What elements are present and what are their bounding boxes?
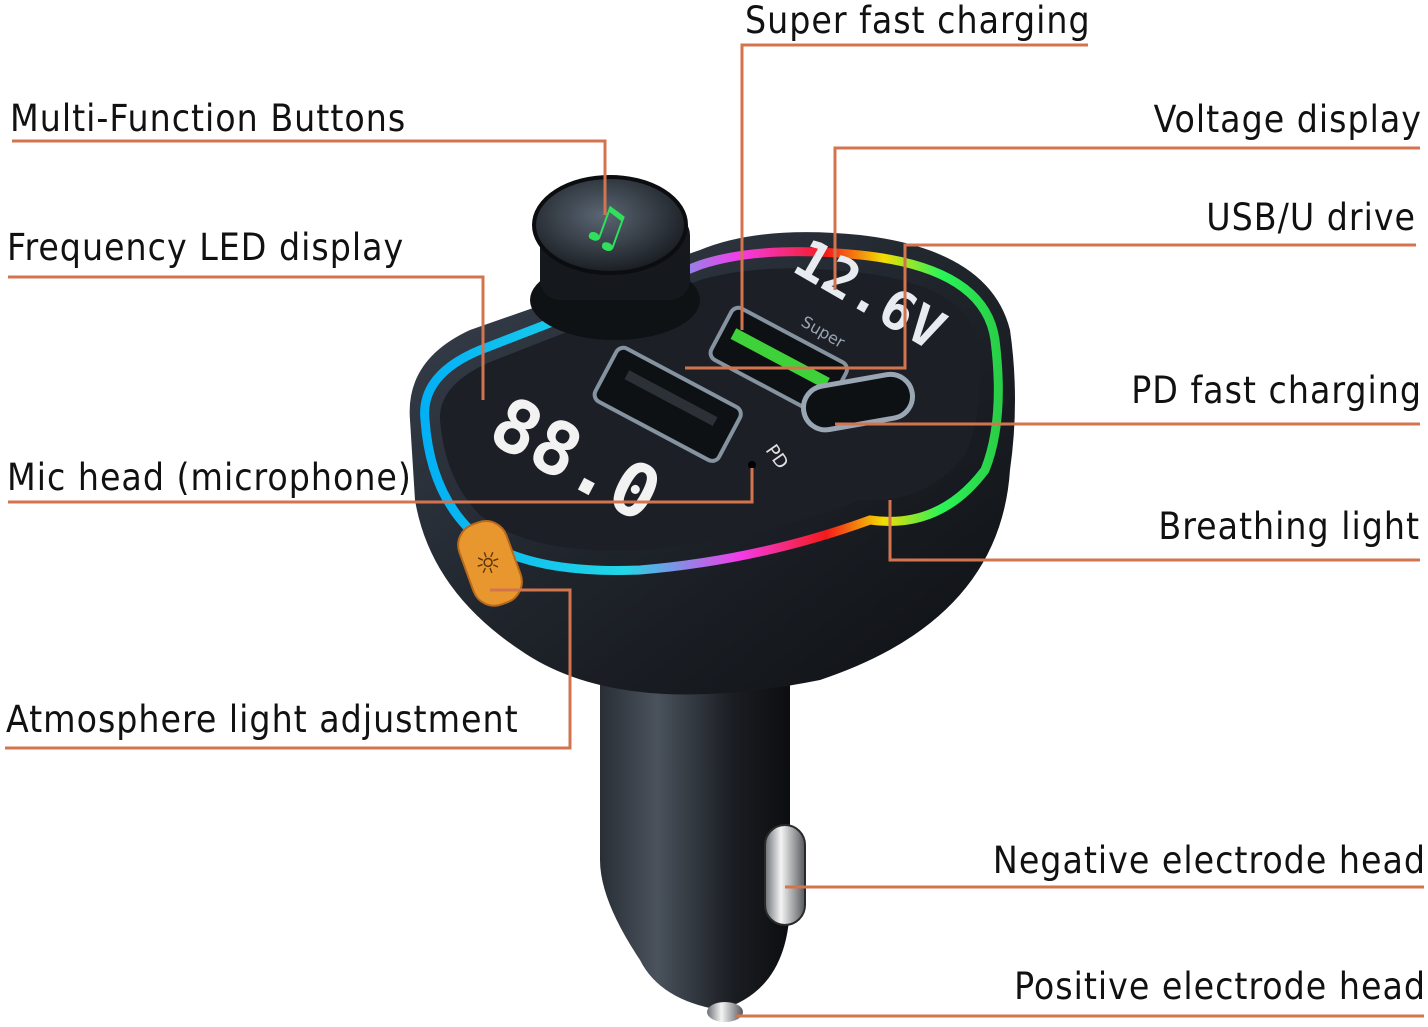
multi-function-knob: ♫ bbox=[530, 175, 700, 340]
atmosphere-light-button: ☼ bbox=[457, 520, 523, 607]
negative-electrode bbox=[764, 824, 806, 926]
label-super-fast-charging: Super fast charging bbox=[745, 0, 1091, 42]
label-pd-fast-charging: PD fast charging bbox=[1131, 369, 1422, 412]
cigarette-plug bbox=[600, 660, 806, 1022]
label-mic-head: Mic head (microphone) bbox=[7, 456, 412, 499]
mic-hole bbox=[748, 461, 756, 469]
label-breathing-light: Breathing light bbox=[1158, 505, 1420, 548]
label-negative-electrode-head: Negative electrode head bbox=[992, 839, 1426, 882]
leader-mic-head bbox=[8, 468, 754, 504]
leader-atmosphere-light-adjustment bbox=[5, 588, 572, 750]
label-voltage-display: Voltage display bbox=[1153, 98, 1422, 141]
leader-usb-u-drive bbox=[685, 243, 1416, 370]
usb-port bbox=[592, 345, 743, 463]
label-positive-electrode-head: Positive electrode head bbox=[1014, 965, 1426, 1008]
leader-super-fast-charging bbox=[740, 43, 1088, 330]
leader-voltage-display bbox=[833, 146, 1420, 290]
leader-frequency-led-display bbox=[8, 275, 485, 400]
label-atmosphere-light-adjustment: Atmosphere light adjustment bbox=[6, 698, 519, 741]
leader-lines bbox=[5, 43, 1424, 1018]
label-multi-function-buttons: Multi-Function Buttons bbox=[10, 97, 407, 140]
positive-electrode bbox=[707, 1002, 743, 1022]
leader-multi-function-buttons bbox=[12, 139, 607, 215]
label-usb-u-drive: USB/U drive bbox=[1206, 196, 1416, 239]
leader-breathing-light bbox=[888, 500, 1420, 562]
label-frequency-led-display: Frequency LED display bbox=[7, 226, 405, 269]
